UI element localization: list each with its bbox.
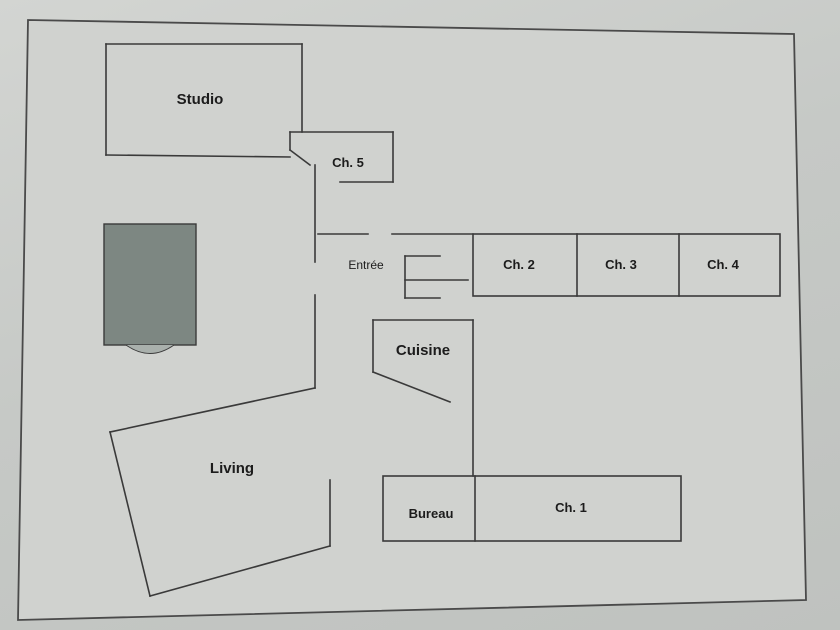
room-label-ch2: Ch. 2 (503, 257, 535, 272)
studio-walls (105, 43, 303, 158)
entree-walls (317, 233, 474, 299)
cuisine-walls (371, 319, 474, 477)
room-label-cuisine: Cuisine (396, 342, 450, 359)
living-walls (109, 387, 331, 597)
furniture-block (103, 223, 197, 354)
bedrooms-row (472, 233, 781, 297)
room-label-ch5: Ch. 5 (332, 155, 364, 170)
room-label-studio: Studio (177, 91, 224, 108)
ch5-walls (288, 131, 394, 183)
room-label-entree: Entrée (348, 258, 384, 272)
bureau-ch1-walls (382, 475, 682, 542)
room-label-ch1: Ch. 1 (555, 500, 587, 515)
room-label-bureau: Bureau (409, 506, 454, 521)
room-label-ch3: Ch. 3 (605, 257, 637, 272)
room-label-living: Living (210, 460, 254, 477)
room-label-ch4: Ch. 4 (707, 257, 740, 272)
